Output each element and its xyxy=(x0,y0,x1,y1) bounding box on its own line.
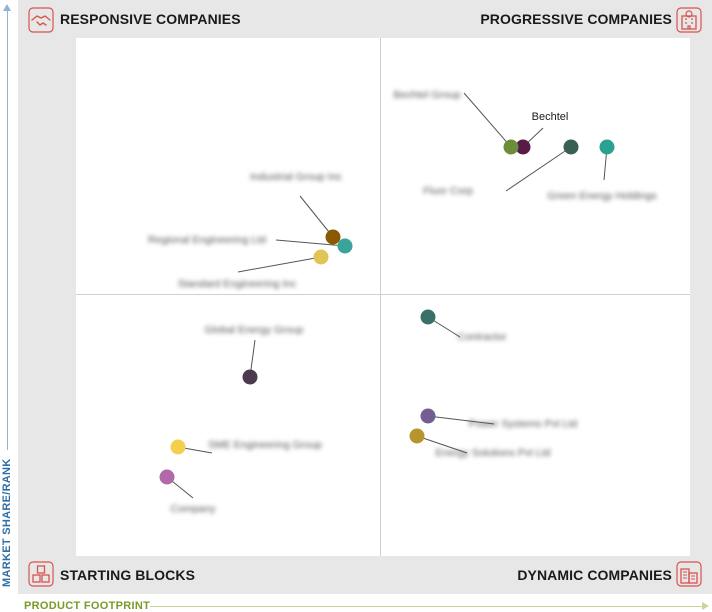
company-marker-power-systems-pvt-ltd[interactable] xyxy=(420,408,436,424)
leader-line-bechtel-group xyxy=(463,92,512,148)
x-axis-arrow-icon xyxy=(702,602,709,610)
quadrant-title-responsive: RESPONSIVE COMPANIES xyxy=(60,11,241,27)
leader-line-regional-engineering-ltd xyxy=(275,239,346,247)
buildings-icon xyxy=(676,561,702,587)
quadrant-title-dynamic: DYNAMIC COMPANIES xyxy=(517,567,672,583)
company-label-energy-solutions-pvt-ltd: Energy Solutions Pvt Ltd xyxy=(435,447,551,459)
y-axis-arrow-icon xyxy=(3,4,11,11)
company-label-company: Company xyxy=(170,503,216,515)
matrix-frame: RESPONSIVE COMPANIES PROGRESSIVE COMPANI… xyxy=(18,0,712,594)
company-label-standard-engineering-inc: Standard Engineering Inc xyxy=(177,278,297,290)
leader-line-industrial-group-inc xyxy=(299,195,334,238)
company-label-regional-engineering-ltd: Regional Engineering Ltd xyxy=(148,234,266,246)
company-label-power-systems-pvt-ltd: Power Systems Pvt Ltd xyxy=(468,418,578,430)
x-axis-line xyxy=(150,606,702,607)
company-label-industrial-group-inc: Industrial Group Inc xyxy=(250,171,342,183)
company-marker-industrial-group-inc[interactable] xyxy=(325,229,341,245)
building-dollar-icon xyxy=(676,7,702,33)
quadrant-title-starting-blocks: STARTING BLOCKS xyxy=(60,567,196,583)
company-label-fluor-corp: Fluor Corp xyxy=(423,185,473,197)
vertical-quadrant-divider xyxy=(380,38,381,556)
leader-line-power-systems-pvt-ltd xyxy=(427,415,495,425)
x-axis-label: PRODUCT FOOTPRINT xyxy=(24,600,151,612)
quadrant-title-progressive: PROGRESSIVE COMPANIES xyxy=(480,11,672,27)
blocks-icon xyxy=(28,561,54,587)
company-label-bechtel-group: Bechtel Group xyxy=(393,89,461,101)
company-marker-green-energy-holdings[interactable] xyxy=(599,139,615,155)
company-marker-regional-engineering-ltd[interactable] xyxy=(337,238,353,254)
handshake-icon xyxy=(28,7,54,33)
leader-line-fluor-corp xyxy=(505,146,572,192)
company-marker-standard-engineering-inc[interactable] xyxy=(313,249,329,265)
company-label-green-energy-holdings: Green Energy Holdings xyxy=(547,190,657,202)
company-label-sme-engineering-group: SME Engineering Group xyxy=(208,439,322,451)
company-marker-sme-engineering-group[interactable] xyxy=(170,439,186,455)
company-label-contractor: Contractor xyxy=(457,331,507,343)
company-marker-bechtel[interactable] xyxy=(515,139,531,155)
matrix-plot-area xyxy=(76,38,690,556)
company-marker-contractor[interactable] xyxy=(420,309,436,325)
company-marker-bechtel-group[interactable] xyxy=(503,139,519,155)
company-label-bechtel: Bechtel xyxy=(531,111,569,123)
leader-line-standard-engineering-inc xyxy=(237,256,322,273)
company-marker-company[interactable] xyxy=(159,469,175,485)
company-marker-energy-solutions-pvt-ltd[interactable] xyxy=(409,428,425,444)
horizontal-quadrant-divider xyxy=(76,294,690,295)
y-axis-line xyxy=(7,10,8,450)
company-label-global-energy-group: Global Energy Group xyxy=(204,324,304,336)
company-marker-global-energy-group[interactable] xyxy=(242,369,258,385)
company-marker-fluor-corp[interactable] xyxy=(563,139,579,155)
leader-line-energy-solutions-pvt-ltd xyxy=(416,435,468,454)
